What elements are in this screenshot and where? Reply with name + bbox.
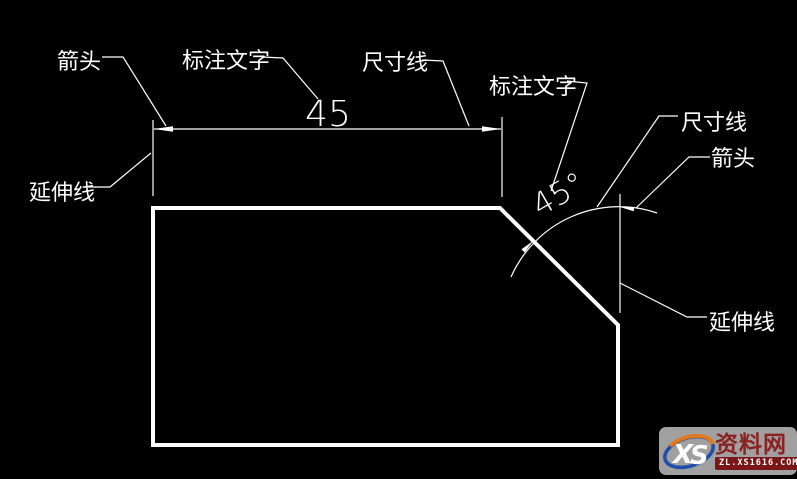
watermark-logo: X S [663, 433, 715, 471]
angular-arrowhead-extension [620, 206, 635, 212]
dimension-arrowhead-right [482, 126, 501, 132]
logo-letter-x: X [671, 440, 695, 470]
label-arrowhead-left: 箭头 [57, 50, 101, 75]
leader-arrow-right [635, 156, 710, 209]
watermark: X S 资料网 ZL.XS1616.COM [659, 427, 797, 475]
angular-dimension-value: 45° [526, 165, 592, 224]
label-ext-line-right: 延伸线 [709, 311, 775, 336]
leader-dim-line-left [421, 59, 470, 127]
logo-letter-s: S [690, 441, 709, 471]
label-dim-line-left: 尺寸线 [362, 51, 428, 76]
label-dim-line-right: 尺寸线 [681, 111, 747, 136]
leader-ext-line-left [88, 152, 152, 188]
leader-dim-text-right [550, 80, 588, 192]
label-dim-text-left: 标注文字 [182, 49, 270, 74]
leader-dim-line-right [596, 115, 678, 208]
label-dim-text-right: 标注文字 [489, 75, 577, 100]
watermark-site-url: ZL.XS1616.COM [715, 456, 797, 470]
label-arrowhead-right: 箭头 [711, 147, 755, 172]
label-ext-line-left: 延伸线 [29, 181, 95, 206]
angular-dimension-arc [510, 206, 658, 278]
watermark-site-name: 资料网 [715, 431, 787, 458]
angular-arrowhead-chamfer [521, 241, 533, 253]
linear-dimension-value: 45 [305, 94, 351, 135]
part-outline [151, 206, 620, 447]
leader-dim-text-left [261, 56, 319, 100]
leader-arrow-left [102, 56, 167, 127]
dimension-arrowhead-left [154, 126, 173, 132]
leader-ext-line-right [619, 282, 707, 318]
logo-swoosh-icon [668, 433, 715, 448]
